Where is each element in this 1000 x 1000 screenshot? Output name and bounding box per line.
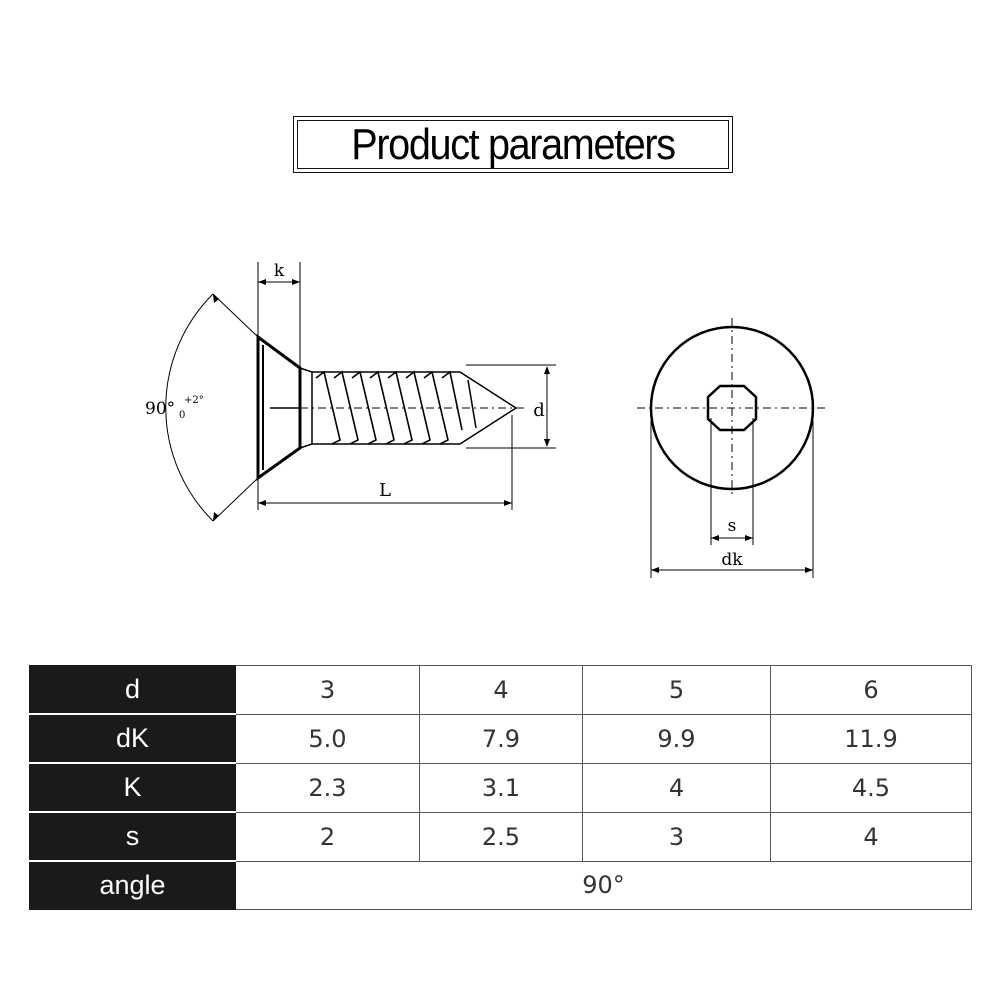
table-cell: 2.5 [419,811,583,862]
label-angle-tol-upper: +2° [184,395,204,406]
label-angle-tol-lower: 0 [179,410,185,421]
screw-threads [315,370,463,445]
row-header: K [29,762,236,813]
table-cell: 90° [235,860,972,910]
table-row: d 3 4 5 6 [29,665,972,715]
screw-side-view [165,262,556,522]
row-header: dK [29,713,236,764]
label-L: L [379,480,391,501]
label-angle: 90° [145,399,175,419]
table-cell: 6 [770,665,972,715]
screw-diagram: k d L 90° +2° 0 s dk [145,261,828,578]
row-header: d [29,665,236,715]
label-dk: dk [721,550,743,570]
table-cell: 2.3 [235,762,420,813]
screw-top-view [637,318,828,578]
table-cell: 2 [235,811,420,862]
table-cell: 5 [582,665,771,715]
table-row: dK 5.0 7.9 9.9 11.9 [29,713,972,764]
parameters-table: d 3 4 5 6 dK 5.0 7.9 9.9 11.9 K 2.3 3.1 … [29,665,972,910]
table-row: angle 90° [29,860,972,910]
table-cell: 4 [770,811,972,862]
label-s: s [728,516,737,536]
label-k: k [274,261,285,281]
table-cell: 9.9 [582,713,771,764]
table-cell: 4 [419,665,583,715]
table-row: s 2 2.5 3 4 [29,811,972,862]
table-cell: 5.0 [235,713,420,764]
row-header: angle [29,860,236,910]
table-row: K 2.3 3.1 4 4.5 [29,762,972,813]
label-d: d [533,400,545,421]
table-cell: 3 [235,665,420,715]
row-header: s [29,811,236,862]
table-cell: 4 [582,762,771,813]
table-cell: 7.9 [419,713,583,764]
table-cell: 3 [582,811,771,862]
hex-socket [706,384,758,432]
table-cell: 3.1 [419,762,583,813]
title-box: Product parameters [293,116,733,173]
table-cell: 11.9 [770,713,972,764]
table-cell: 4.5 [770,762,972,813]
